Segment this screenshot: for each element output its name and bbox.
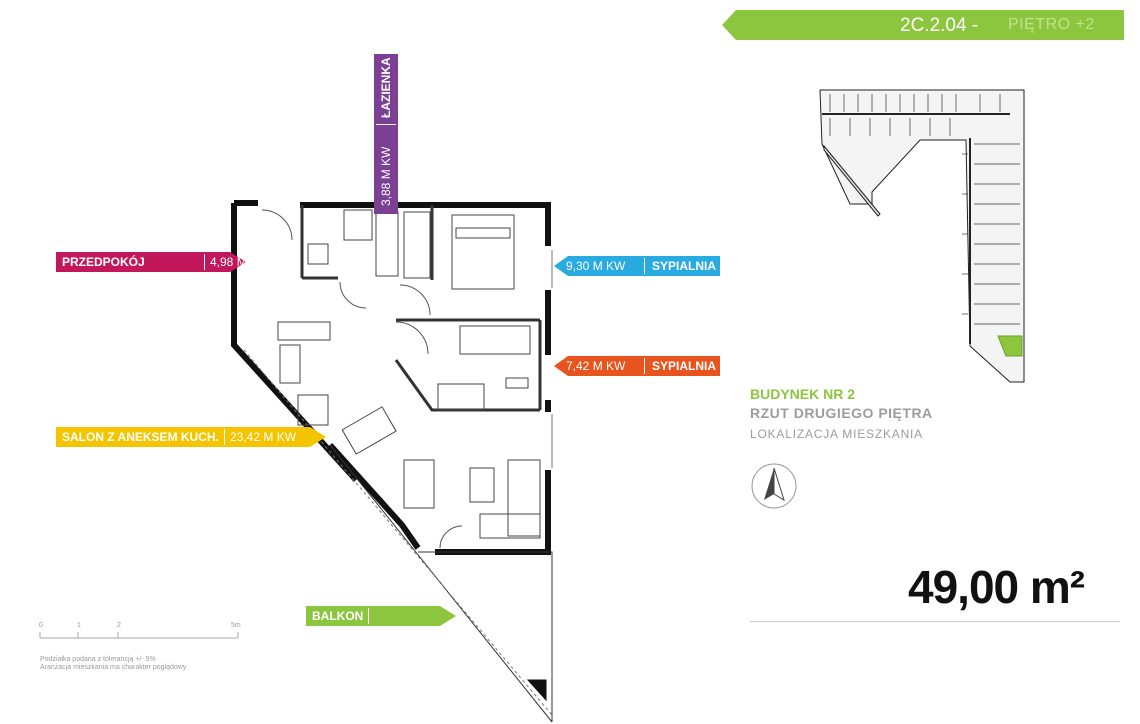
total-area: 49,00 m²	[908, 561, 1085, 613]
apartment-highlight	[997, 335, 1023, 357]
scale-tick-5m: 5m	[231, 622, 241, 629]
floor-label: PIĘTRO +2	[1008, 16, 1095, 33]
scale-tick-1: 1	[77, 622, 81, 629]
scale-tick-0: 0	[39, 622, 43, 629]
wall-diag	[327, 442, 421, 550]
balkon-tag: BALKON	[306, 606, 456, 626]
lazienka-area: 3,88 M KW	[379, 146, 393, 206]
scale-note-arrangement: Aranżacja mieszkania ma charakter pogląd…	[40, 664, 187, 671]
salon-name: SALON Z ANEKSEM KUCH.	[62, 430, 219, 444]
scale-tick-2: 2	[117, 622, 121, 629]
przedpokoj-name: PRZEDPOKÓJ	[62, 255, 145, 269]
building-title: BUDYNEK NR 2	[750, 386, 856, 402]
przedpokoj-tag: PRZEDPOKÓJ 4,98 M KW	[56, 252, 246, 272]
scale-bar	[39, 632, 239, 639]
salon-tag: SALON Z ANEKSEM KUCH. 23,42 M KW	[56, 427, 326, 447]
compass-north-icon	[751, 463, 797, 509]
sypialnia-2-name: SYPIALNIA	[652, 359, 717, 373]
wall-top-2	[300, 202, 551, 246]
sypialnia-1-name: SYPIALNIA	[652, 259, 717, 273]
lazienka-tag: ŁAZIENKA 3,88 M KW	[374, 54, 398, 214]
salon-area: 23,42 M KW	[230, 430, 297, 444]
sypialnia-1-area: 9,30 M KW	[566, 259, 626, 273]
scale-note-tolerance: Podziałka podana z tolerancją +/- 5%	[40, 656, 156, 663]
building-caption: LOKALIZACJA MIESZKANIA	[750, 427, 923, 441]
sypialnia-2-tag: 7,42 M KW SYPIALNIA	[554, 356, 720, 376]
balkon-name: BALKON	[312, 609, 364, 623]
building-subtitle: RZUT DRUGIEGO PIĘTRA	[750, 405, 933, 421]
balcony-outline	[418, 551, 553, 722]
apartment-code: 2C.2.04 -	[900, 15, 979, 36]
lazienka-name: ŁAZIENKA	[379, 57, 393, 118]
przedpokoj-area: 4,98 M KW	[210, 255, 270, 269]
sypialnia-2-area: 7,42 M KW	[566, 359, 626, 373]
wall-right-3	[435, 470, 551, 555]
apartment-banner: 2C.2.04 - PIĘTRO +2	[722, 10, 1124, 40]
sypialnia-1-tag: 9,30 M KW SYPIALNIA	[554, 256, 720, 276]
building-key-plan	[819, 89, 1025, 383]
area-underline	[750, 621, 1120, 622]
